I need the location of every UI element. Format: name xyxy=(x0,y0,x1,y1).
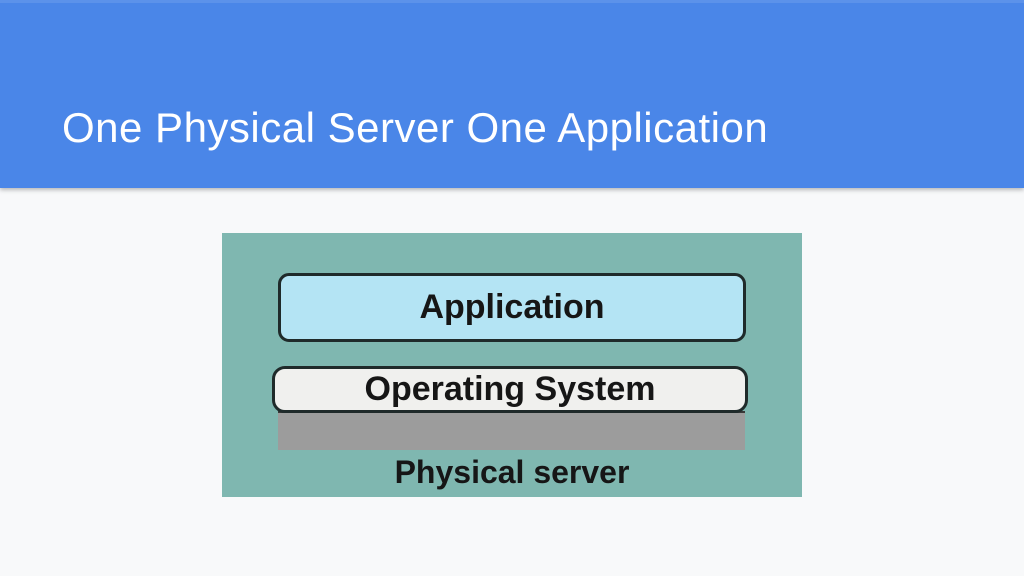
slide-title-banner: One Physical Server One Application xyxy=(0,0,1024,188)
operating-system-box: Operating System xyxy=(272,366,748,413)
operating-system-label: Operating System xyxy=(364,370,656,408)
banner-top-highlight xyxy=(0,0,1024,3)
slide-title: One Physical Server One Application xyxy=(62,104,769,151)
server-rack xyxy=(278,411,745,450)
application-label: Application xyxy=(419,288,605,326)
application-box: Application xyxy=(278,273,746,342)
server-diagram-image: Application Operating System Physical se… xyxy=(222,233,802,497)
physical-server-caption: Physical server xyxy=(394,454,630,490)
